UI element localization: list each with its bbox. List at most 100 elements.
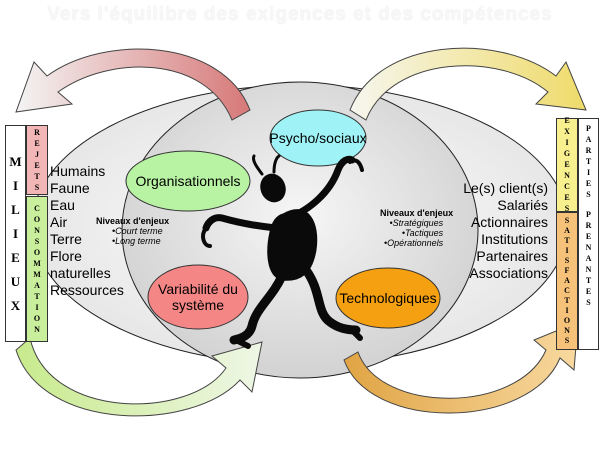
enjeux-right-item: •Stratégiques [389,218,444,228]
prenantes-letter: R [585,221,592,230]
enjeux-left-item: •Court terme [112,226,163,236]
resource-item: naturelles [50,265,111,281]
rejets-letter: T [34,171,40,181]
satisfactions-letter: S [564,256,570,265]
rejets-letter: J [35,149,39,159]
enjeux-right: Niveaux d'enjeux •Stratégiques•Tactiques… [380,208,453,248]
exigences-letter: I [565,138,569,147]
milieux-letter: I [12,178,19,193]
prenantes-letter: E [585,232,592,241]
satisfactions-letter: I [565,246,569,255]
consommation-letter: S [34,236,40,246]
milieux-letter: X [10,298,21,313]
consommation-letter: M [33,269,41,279]
consommation-letter: T [34,291,40,301]
satisfactions-letter: O [563,316,571,325]
resource-item: Humains [50,163,106,179]
prenantes-letter: N [585,265,592,274]
top-left-red-arrow [15,48,251,121]
parties-letter: T [585,157,592,166]
prenantes-letter: N [585,243,592,252]
prenantes-letter: A [585,254,592,263]
milieux-letter: L [11,202,20,217]
bubble-variabilite-shape [147,264,249,330]
enjeux-right-title: Niveaux d'enjeux [380,208,454,218]
stakeholder-item: Associations [469,265,548,281]
satisfactions-letter: N [564,326,570,335]
bubble-psycho-label: Psycho/sociaux [269,130,367,146]
milieux-letter: U [10,274,21,289]
parties-letter: S [586,190,591,199]
enjeux-left-item: •Long terme [112,236,161,246]
consommation-letter: I [35,302,39,312]
prenantes-letter: E [585,287,592,296]
exigences-letter: E [564,160,570,169]
resource-item: Terre [50,231,82,247]
parties-letter: E [585,179,592,188]
exigences-letter: X [564,127,570,136]
satisfactions-letter: A [564,276,570,285]
parties-letter: I [586,168,591,177]
satisfactions-letter: I [565,306,569,315]
exigences-letter: G [563,149,571,158]
satisfactions-letter: A [564,226,570,235]
prenantes-letter: P [586,210,591,219]
resource-item: Flore [50,248,82,264]
resource-item: Air [50,214,68,230]
top-right-yellow-arrow [349,47,587,121]
exigences-letter: E [564,193,570,202]
parties-letter: P [586,124,591,133]
stick-figure-icon [201,154,364,349]
stakeholder-item: Partenaires [476,248,548,264]
exigences-letter: N [564,171,570,180]
rejets-letter: E [34,160,40,170]
bubble-variabilite-label: Variabilité du système [158,281,238,313]
satisfactions-letter: S [564,216,570,225]
satisfactions-letter: C [564,286,570,295]
rejets-letter: E [34,138,40,148]
bubble-organisationnels-label: Organisationnels [135,173,241,189]
rejets-letter: S [34,182,40,192]
prenantes-letter: T [585,276,592,285]
resource-item: Faune [50,180,90,196]
stakeholder-item: Institutions [481,231,548,247]
satisfactions-letter: S [564,336,570,345]
enjeux-left: Niveaux d'enjeux •Court terme•Long terme [96,216,169,246]
satisfactions-letter: F [564,266,570,275]
resource-item: Ressources [50,282,124,298]
milieux-letter: M [9,154,22,169]
prenantes-letter: S [586,298,591,307]
exigences-letter: E [564,116,570,125]
consommation-letter: M [33,258,41,268]
consommation-letter: O [33,247,41,257]
satisfactions-letter: T [564,236,570,245]
consommation-letter: O [33,313,41,323]
enjeux-left-title: Niveaux d'enjeux [96,216,170,226]
bubble-technologiques-shape [335,267,441,329]
stakeholder-item: Salariés [497,197,548,213]
exigences-letter: S [564,204,570,213]
bottom-left-green-arrow [15,337,263,417]
bubble-psycho-shape [269,109,367,167]
milieux-letter: I [12,226,19,241]
stakeholder-item: Actionnaires [470,214,548,230]
parties-letter: A [585,135,592,144]
consommation-letter: C [34,203,40,213]
bubble-organisationnels-shape [125,150,251,212]
bubble-technologiques-label: Technologiques [339,290,437,306]
milieux-letter: E [11,250,20,265]
satisfactions-letter: T [564,296,570,305]
enjeux-right-item: •Opérationnels [383,238,444,248]
resource-item: Eau [50,197,75,213]
